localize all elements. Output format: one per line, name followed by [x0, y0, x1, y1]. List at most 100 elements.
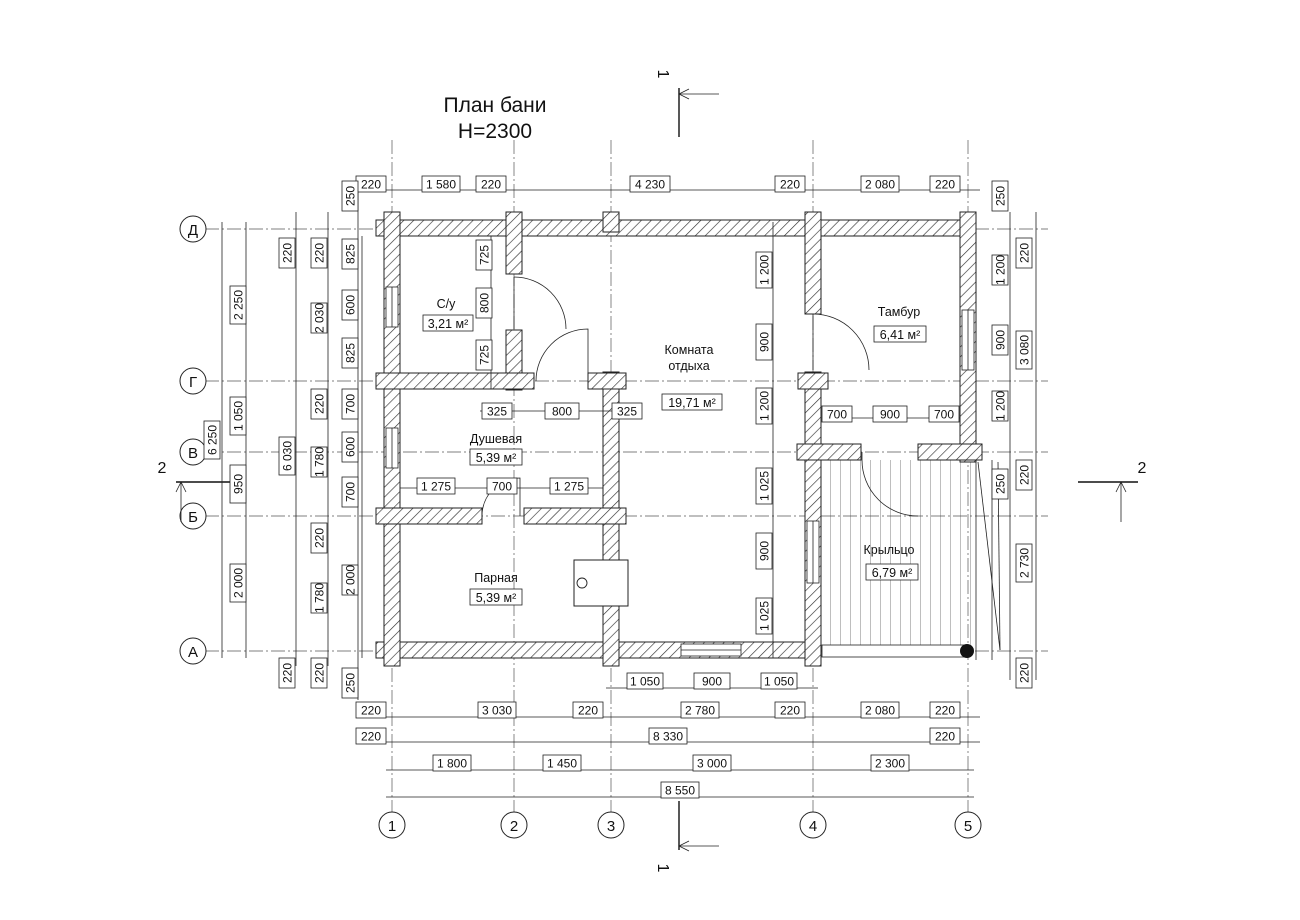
dimension-label: 1 275: [416, 477, 456, 495]
dimension-label: 220: [572, 701, 604, 719]
dimension-label: 700: [341, 388, 359, 420]
dimension-label: 2 080: [860, 701, 900, 719]
dimension-label: 1 200: [755, 251, 773, 289]
dimension-text: 2 000: [344, 565, 358, 595]
dimension-text: 1 025: [758, 471, 772, 501]
dimension-text: 825: [344, 244, 358, 264]
dimension-label: 220: [475, 175, 507, 193]
room-name: С/у: [437, 297, 457, 311]
dimension-label: 250: [341, 180, 359, 212]
dimension-text: 220: [361, 178, 381, 192]
dimension-label: 325: [611, 402, 643, 420]
dimension-text: 1 200: [994, 255, 1008, 285]
dimension-text: 6 030: [281, 441, 295, 471]
dimension-label: 2 080: [860, 175, 900, 193]
dimension-text: 2 730: [1018, 548, 1032, 578]
dimension-text: 220: [313, 663, 327, 683]
dimension-text: 8 330: [653, 730, 683, 744]
dimension-label: 220: [355, 701, 387, 719]
dimension-label: 250: [341, 667, 359, 699]
dimension-label: 2 300: [870, 754, 910, 772]
axis-label-2: 2: [510, 818, 518, 835]
dimension-label: 220: [929, 701, 961, 719]
dimension-label: 2 030: [310, 302, 328, 334]
room-area: 5,39 м²: [476, 451, 517, 465]
dimension-label: 1 050: [626, 672, 664, 690]
dimension-label: 220: [774, 701, 806, 719]
dimension-text: 220: [935, 704, 955, 718]
dimension-text: 725: [478, 245, 492, 265]
dimension-label: 8 330: [648, 727, 688, 745]
dimension-text: 1 450: [547, 757, 577, 771]
dimension-text: 1 275: [554, 480, 584, 494]
dimension-label: 325: [481, 402, 513, 420]
dimension-text: 4 230: [635, 178, 665, 192]
dimension-label: 2 730: [1015, 543, 1033, 583]
plan-title: План бани: [443, 94, 546, 117]
dimension-text: 220: [313, 528, 327, 548]
dimension-text: 600: [344, 437, 358, 457]
dimension-label: 220: [310, 237, 328, 269]
porch-post: [960, 644, 974, 658]
plan-height: H=2300: [458, 120, 532, 143]
room-name: Крыльцо: [864, 543, 915, 557]
dimension-label: 1 275: [549, 477, 589, 495]
dimension-label: 3 030: [477, 701, 517, 719]
dimension-text: 900: [758, 332, 772, 352]
dimension-label: 2 000: [229, 563, 247, 603]
dimension-label: 900: [872, 405, 908, 423]
porch-step: [821, 644, 969, 658]
dimension-text: 325: [487, 405, 507, 419]
dimension-label: 825: [341, 238, 359, 270]
dimension-label: 1 450: [542, 754, 582, 772]
dimension-text: 220: [313, 394, 327, 414]
dimension-text: 220: [313, 243, 327, 263]
dimension-label: 725: [475, 339, 493, 371]
dimension-label: 220: [929, 175, 961, 193]
axis-label-b: Б: [188, 509, 198, 526]
dimension-label: 825: [341, 337, 359, 369]
dimension-text: 220: [361, 730, 381, 744]
dimension-label: 600: [341, 431, 359, 463]
dimension-label: 1 780: [310, 582, 328, 614]
dimension-label: 900: [755, 532, 773, 570]
section-2-left: 2: [158, 460, 167, 477]
dimension-label: 220: [1015, 459, 1033, 491]
axis-label-4: 4: [809, 818, 817, 835]
dimension-label: 1 200: [991, 390, 1009, 422]
dimension-text: 1 800: [437, 757, 467, 771]
dimension-label: 800: [475, 287, 493, 319]
dimension-text: 2 000: [232, 568, 246, 598]
dimension-text: 1 580: [426, 178, 456, 192]
dimension-label: 250: [991, 468, 1009, 500]
dimension-label: 4 230: [629, 175, 671, 193]
dimension-label: 900: [755, 323, 773, 361]
dimension-text: 1 780: [313, 583, 327, 613]
dimension-label: 725: [475, 239, 493, 271]
dimension-text: 600: [344, 295, 358, 315]
dimension-label: 1 025: [755, 597, 773, 635]
dimension-text: 825: [344, 343, 358, 363]
dimension-text: 700: [344, 482, 358, 502]
dimension-label: 220: [310, 388, 328, 420]
axis-bubbles: 1 2 3 4 5 Д Г В Б А: [179, 215, 982, 839]
dimension-text: 1 780: [313, 447, 327, 477]
section-marks: 1 1 2 2: [158, 70, 1147, 873]
room-tamb: Тамбур 6,41 м²: [873, 305, 927, 343]
dimension-label: 1 800: [432, 754, 472, 772]
dimension-label: 1 780: [310, 446, 328, 478]
dimension-text: 800: [478, 293, 492, 313]
dimension-label: 600: [341, 289, 359, 321]
dimension-label: 220: [1015, 237, 1033, 269]
dimension-text: 2 030: [313, 303, 327, 333]
dimension-text: 950: [232, 474, 246, 494]
dimension-text: 2 250: [232, 290, 246, 320]
dimension-text: 220: [935, 178, 955, 192]
dimension-label: 700: [821, 405, 853, 423]
room-area: 5,39 м²: [476, 591, 517, 605]
axis-label-d: Д: [188, 222, 198, 239]
dimension-text: 250: [994, 186, 1008, 206]
dimension-label: 1 580: [421, 175, 461, 193]
room-parn: Парная 5,39 м²: [469, 571, 523, 606]
